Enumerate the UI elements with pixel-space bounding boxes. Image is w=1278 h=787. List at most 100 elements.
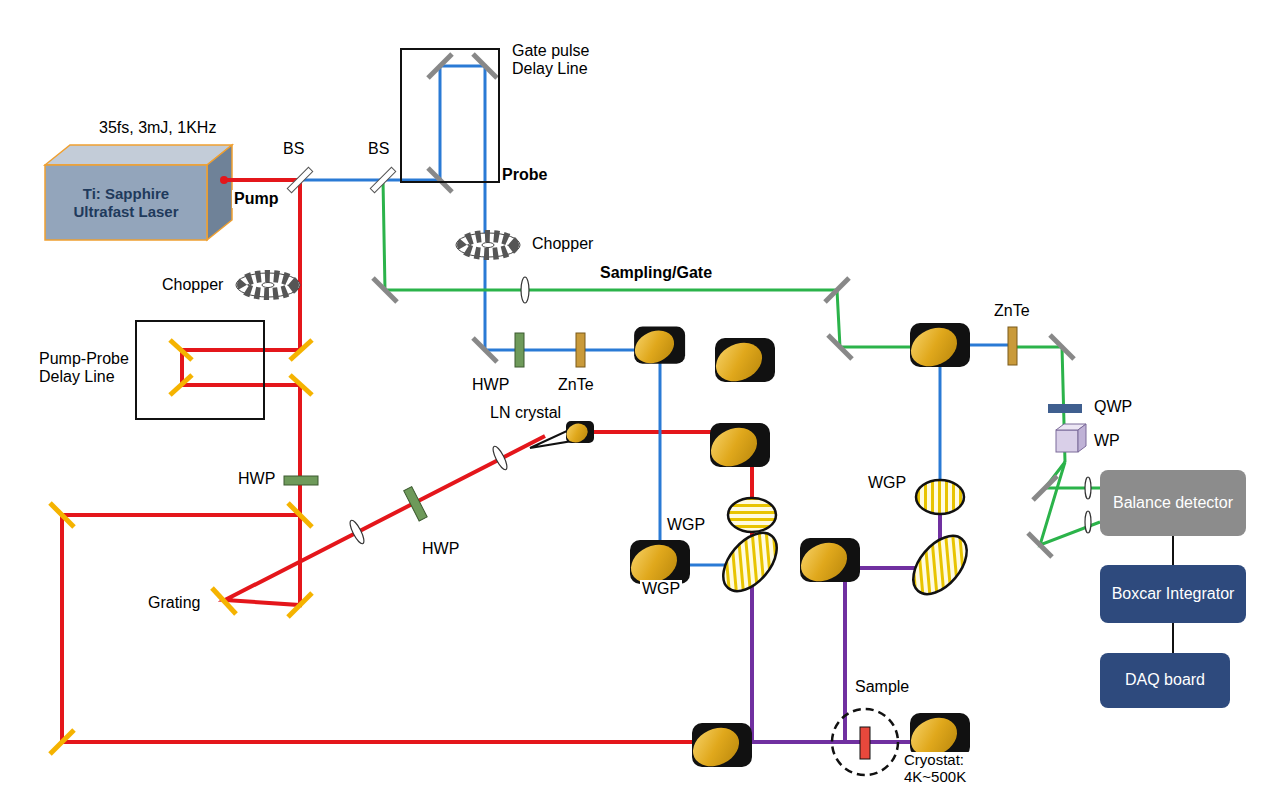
- gold-mirror-part: [290, 375, 312, 395]
- half-wave-plate-part: [284, 476, 318, 485]
- cryostat: [832, 709, 898, 775]
- delay-line-box: Gate pulse Delay Line: [400, 48, 500, 183]
- beam-splitter-part: [287, 167, 312, 192]
- wollaston-prism-part: [1078, 424, 1086, 452]
- chopper: [236, 233, 520, 297]
- part-label: Sample: [853, 678, 911, 696]
- parabolic-mirror-part: [563, 420, 594, 446]
- sampling-beam: [383, 180, 1100, 545]
- laser-housing-part: [45, 165, 207, 240]
- laser-housing-part: [45, 145, 232, 165]
- wire-grid-polarizer-part: [903, 526, 977, 604]
- znte-crystal-part: [576, 333, 585, 367]
- part-label: Chopper: [530, 235, 595, 253]
- sampling-beam-part: [1045, 462, 1100, 488]
- parabolic-mirror: [563, 321, 970, 774]
- znte-crystal-part: [1008, 327, 1017, 365]
- process-box: Boxcar Integrator: [1100, 565, 1246, 623]
- part-label: WGP: [866, 474, 908, 492]
- wire-grid-polarizer: [713, 480, 977, 604]
- mirror-part: [828, 335, 852, 359]
- laser-housing-part: [207, 145, 232, 240]
- wire-grid-polarizer-part: [728, 498, 776, 532]
- lens-part: [1085, 511, 1091, 533]
- node-heading: 35fs, 3mJ, 1KHz: [97, 119, 218, 137]
- laser-box: 35fs, 3mJ, 1KHzTi: Sapphire Ultrafast La…: [45, 165, 207, 240]
- part-label: ZnTe: [556, 376, 596, 394]
- part-label: Sampling/Gate: [598, 264, 714, 282]
- gold-mirror: [50, 340, 312, 754]
- part-label: HWP: [470, 376, 511, 394]
- parabolic-mirror-part: [687, 721, 752, 774]
- parabolic-mirror-part: [795, 536, 860, 589]
- mirror-part: [1033, 476, 1057, 500]
- part-label: Grating: [146, 594, 202, 612]
- mirror-part: [825, 278, 849, 302]
- pump-beam: [62, 180, 752, 742]
- wire-grid-polarizer-part: [713, 523, 787, 601]
- beam-splitter: [287, 167, 395, 192]
- lens-part: [521, 277, 529, 303]
- gold-mirror-part: [290, 340, 312, 360]
- part-label: HWP: [420, 540, 461, 558]
- gold-mirror-part: [170, 375, 192, 395]
- node-label: Ti: Sapphire Ultrafast Laser: [45, 185, 207, 220]
- part-label: Pump: [232, 190, 280, 208]
- parabolic-mirror-part: [710, 336, 775, 389]
- mirror-part: [473, 54, 497, 78]
- beam-splitter-part: [370, 167, 395, 192]
- gold-mirror-part: [170, 340, 192, 360]
- combined-beam-part: [752, 572, 925, 742]
- pump-beam-part: [182, 180, 300, 515]
- delay-line-box: Pump-Probe Delay Line: [135, 320, 265, 420]
- mirror-part: [1028, 533, 1052, 557]
- laser-housing: [45, 145, 232, 240]
- mirror-part: [428, 168, 452, 192]
- part-label: Probe: [500, 166, 549, 184]
- gold-mirror-part: [288, 593, 312, 617]
- signal-wire: [1172, 536, 1174, 565]
- process-box: DAQ board: [1100, 653, 1230, 708]
- detector-box: Balance detector: [1100, 470, 1246, 536]
- pump-beam-part: [62, 515, 700, 742]
- node-label: Boxcar Integrator: [1106, 585, 1241, 603]
- gold-mirror-part: [50, 503, 74, 527]
- parabolic-mirror-part: [705, 421, 770, 474]
- pump-beam-part: [225, 436, 545, 605]
- parabolic-mirror-part: [630, 324, 686, 369]
- node-label: Balance detector: [1107, 494, 1239, 512]
- gold-mirror-part: [212, 588, 236, 614]
- wollaston-prism: [1056, 424, 1086, 452]
- combined-beam: [752, 510, 940, 742]
- part-label: BS: [281, 140, 306, 158]
- lens: [348, 277, 1091, 545]
- part-label: ZnTe: [992, 302, 1032, 320]
- cryostat-part: [832, 709, 898, 775]
- part-label: Chopper: [160, 276, 225, 294]
- part-label: BS: [366, 140, 391, 158]
- quarter-wave-plate: [1048, 404, 1082, 413]
- gold-mirror-part: [288, 503, 312, 527]
- sampling-beam-part: [383, 180, 940, 347]
- part-label: WP: [1092, 432, 1122, 450]
- lens-part: [1085, 477, 1091, 499]
- chopper-part: [236, 273, 300, 297]
- wollaston-prism-part: [1056, 430, 1078, 452]
- half-wave-plate-part: [515, 333, 524, 367]
- chopper-part: [456, 233, 520, 257]
- mirror-part: [1050, 335, 1074, 359]
- sampling-beam-part: [1040, 462, 1100, 545]
- mirror: [373, 54, 1074, 557]
- mirror-part: [473, 338, 497, 362]
- gold-mirror-part: [50, 730, 74, 754]
- part-label: WGP: [640, 580, 682, 598]
- node-label: Gate pulse Delay Line: [510, 42, 614, 79]
- quarter-wave-plate-part: [1048, 404, 1082, 413]
- probe-beam: [300, 66, 1012, 565]
- part-label: LN crystal: [488, 404, 563, 422]
- lens-part: [348, 519, 367, 546]
- node-label: DAQ board: [1119, 671, 1211, 689]
- half-wave-plate: [284, 333, 524, 521]
- probe-beam-part: [300, 66, 738, 565]
